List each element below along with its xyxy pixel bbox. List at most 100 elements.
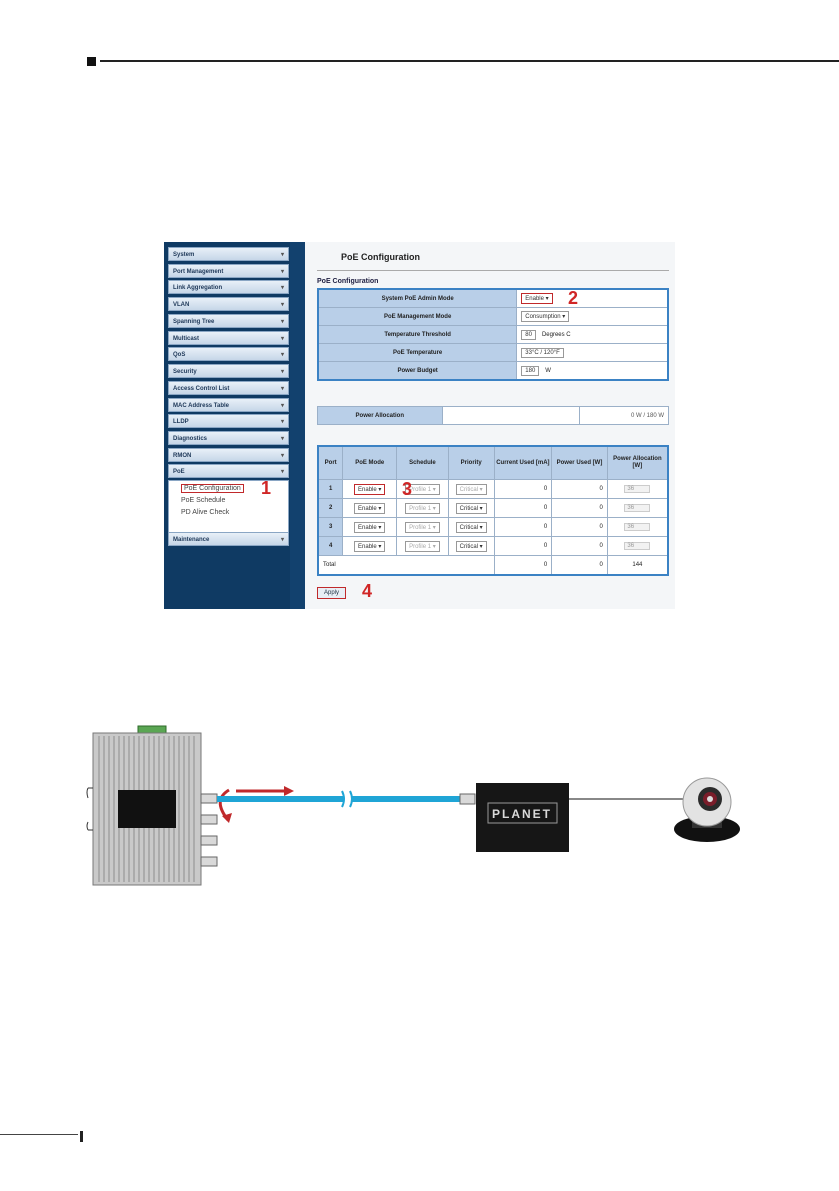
dropdown-arrow-icon: ▾ [478, 524, 483, 531]
poe-mode-select[interactable]: Enable ▾ [354, 540, 386, 552]
chevron-down-icon: ▾ [280, 336, 284, 342]
allocation-bar [441, 406, 580, 425]
table-row: 1 Enable ▾ Profile 1 ▾ Critical ▾ 0 0 36 [317, 479, 669, 499]
chevron-down-icon: ▾ [280, 285, 284, 291]
current-used: 0 [543, 505, 548, 511]
config-label: System PoE Admin Mode [317, 288, 518, 308]
sidebar-item[interactable]: MAC Address Table▾ [168, 398, 289, 412]
current-used: 0 [543, 524, 548, 530]
title-rule [317, 270, 669, 271]
column-header: Schedule [396, 445, 449, 480]
poe-mode-select[interactable]: Enable ▾ [354, 483, 386, 495]
sidebar-item[interactable]: Diagnostics▾ [168, 431, 289, 445]
config-unit: Degrees C [541, 331, 571, 338]
total-allocation: 144 [606, 555, 669, 576]
submenu-item[interactable]: PoE Schedule [181, 497, 226, 504]
allocation-value: 0 W / 180 W [578, 406, 670, 425]
sidebar-item[interactable]: Security▾ [168, 364, 289, 378]
sidebar: System▾ Port Management▾ Link Aggregation▾… [164, 242, 305, 609]
poe-mode-select[interactable]: Enable ▾ [354, 502, 386, 514]
schedule-select[interactable]: Profile 1 ▾ [405, 502, 440, 514]
sidebar-item[interactable]: System▾ [168, 247, 289, 261]
schedule-select[interactable]: Profile 1 ▾ [405, 540, 440, 552]
chevron-down-icon: ▾ [280, 352, 284, 358]
apply-button[interactable]: Apply [317, 587, 347, 599]
industrial-switch [86, 732, 202, 886]
sidebar-item-maintenance[interactable]: Maintenance▾ [168, 532, 289, 546]
submenu-item[interactable]: PoE Configuration [181, 484, 244, 493]
dropdown-arrow-icon: ▾ [543, 296, 549, 302]
dropdown-arrow-icon: ▾ [431, 486, 436, 493]
sidebar-item[interactable]: LLDP▾ [168, 414, 289, 428]
dropdown-arrow-icon: ▾ [478, 543, 483, 550]
callout-3: 3 [402, 479, 413, 499]
poe-mode-select[interactable]: Enable ▾ [354, 521, 386, 533]
sidebar-item[interactable]: Access Control List▾ [168, 381, 289, 395]
dropdown-arrow-icon: ▾ [376, 505, 382, 512]
config-select[interactable]: Enable ▾ [521, 293, 553, 304]
sidebar-item[interactable]: Multicast▾ [168, 331, 289, 345]
header-rule [100, 60, 839, 62]
config-input[interactable]: 33°C / 120°F [521, 347, 564, 358]
poe-config-screenshot: System▾ Port Management▾ Link Aggregation▾… [164, 242, 675, 609]
chevron-down-icon: ▾ [280, 369, 284, 375]
config-select[interactable]: Consumption ▾ [521, 311, 570, 322]
dropdown-arrow-icon: ▾ [431, 543, 436, 550]
ptz-camera [674, 777, 740, 842]
chevron-down-icon: ▾ [280, 319, 284, 325]
sidebar-item[interactable]: PoE▾ [168, 464, 289, 478]
current-used: 0 [543, 486, 548, 492]
schedule-select[interactable]: Profile 1 ▾ [405, 521, 440, 533]
sidebar-item[interactable]: QoS▾ [168, 347, 289, 361]
rotate-arrow [218, 788, 230, 821]
power-used: 0 [599, 524, 603, 530]
total-label: Total [317, 555, 495, 576]
config-input[interactable]: 180 [521, 365, 540, 376]
column-header: Power Used [W] [551, 445, 608, 480]
dropdown-arrow-icon: ▾ [376, 486, 382, 493]
power-allocation-input[interactable]: 36 [624, 485, 651, 493]
config-input[interactable]: 80 [521, 329, 536, 340]
sidebar-item[interactable]: RMON▾ [168, 448, 289, 462]
power-used: 0 [599, 486, 603, 492]
dropdown-arrow-icon: ▾ [431, 524, 436, 531]
priority-select[interactable]: Critical ▾ [455, 483, 487, 495]
column-header: Power Allocation [W] [606, 445, 669, 480]
power-allocation-label: Power Allocation [317, 406, 443, 425]
sidebar-item[interactable]: VLAN▾ [168, 297, 289, 311]
power-used: 0 [599, 505, 603, 511]
column-header: Port [317, 445, 344, 480]
config-label: PoE Temperature [317, 343, 518, 362]
port-number: 1 [329, 486, 333, 492]
sidebar-item[interactable]: Link Aggregation▾ [168, 280, 289, 294]
callout-2: 2 [568, 288, 579, 308]
footer-rule [0, 1134, 78, 1135]
priority-select[interactable]: Critical ▾ [455, 521, 487, 533]
submenu-item[interactable]: PD Alive Check [181, 509, 230, 516]
sidebar-item[interactable]: Port Management▾ [168, 264, 289, 278]
priority-select[interactable]: Critical ▾ [455, 502, 487, 514]
config-label: Temperature Threshold [317, 325, 518, 344]
power-allocation-input[interactable]: 36 [624, 523, 651, 531]
planet-converter: PLANET [476, 783, 569, 852]
chevron-down-icon: ▾ [280, 436, 284, 442]
priority-select[interactable]: Critical ▾ [455, 540, 487, 552]
schedule-select[interactable]: Profile 1 ▾ [405, 483, 440, 495]
callout-1: 1 [261, 478, 272, 498]
dropdown-arrow-icon: ▾ [560, 314, 566, 320]
chevron-down-icon: ▾ [280, 469, 284, 475]
dropdown-arrow-icon: ▾ [478, 505, 483, 512]
chevron-down-icon: ▾ [280, 537, 284, 543]
chevron-down-icon: ▾ [280, 403, 284, 409]
power-allocation-input[interactable]: 36 [624, 504, 651, 512]
port-number: 4 [329, 543, 333, 549]
power-allocation-input[interactable]: 36 [624, 542, 651, 550]
total-power: 0 [551, 555, 608, 576]
sidebar-item[interactable]: Spanning Tree▾ [168, 314, 289, 328]
chevron-down-icon: ▾ [280, 419, 284, 425]
power-used: 0 [599, 543, 603, 549]
config-label: Power Budget [317, 361, 518, 381]
